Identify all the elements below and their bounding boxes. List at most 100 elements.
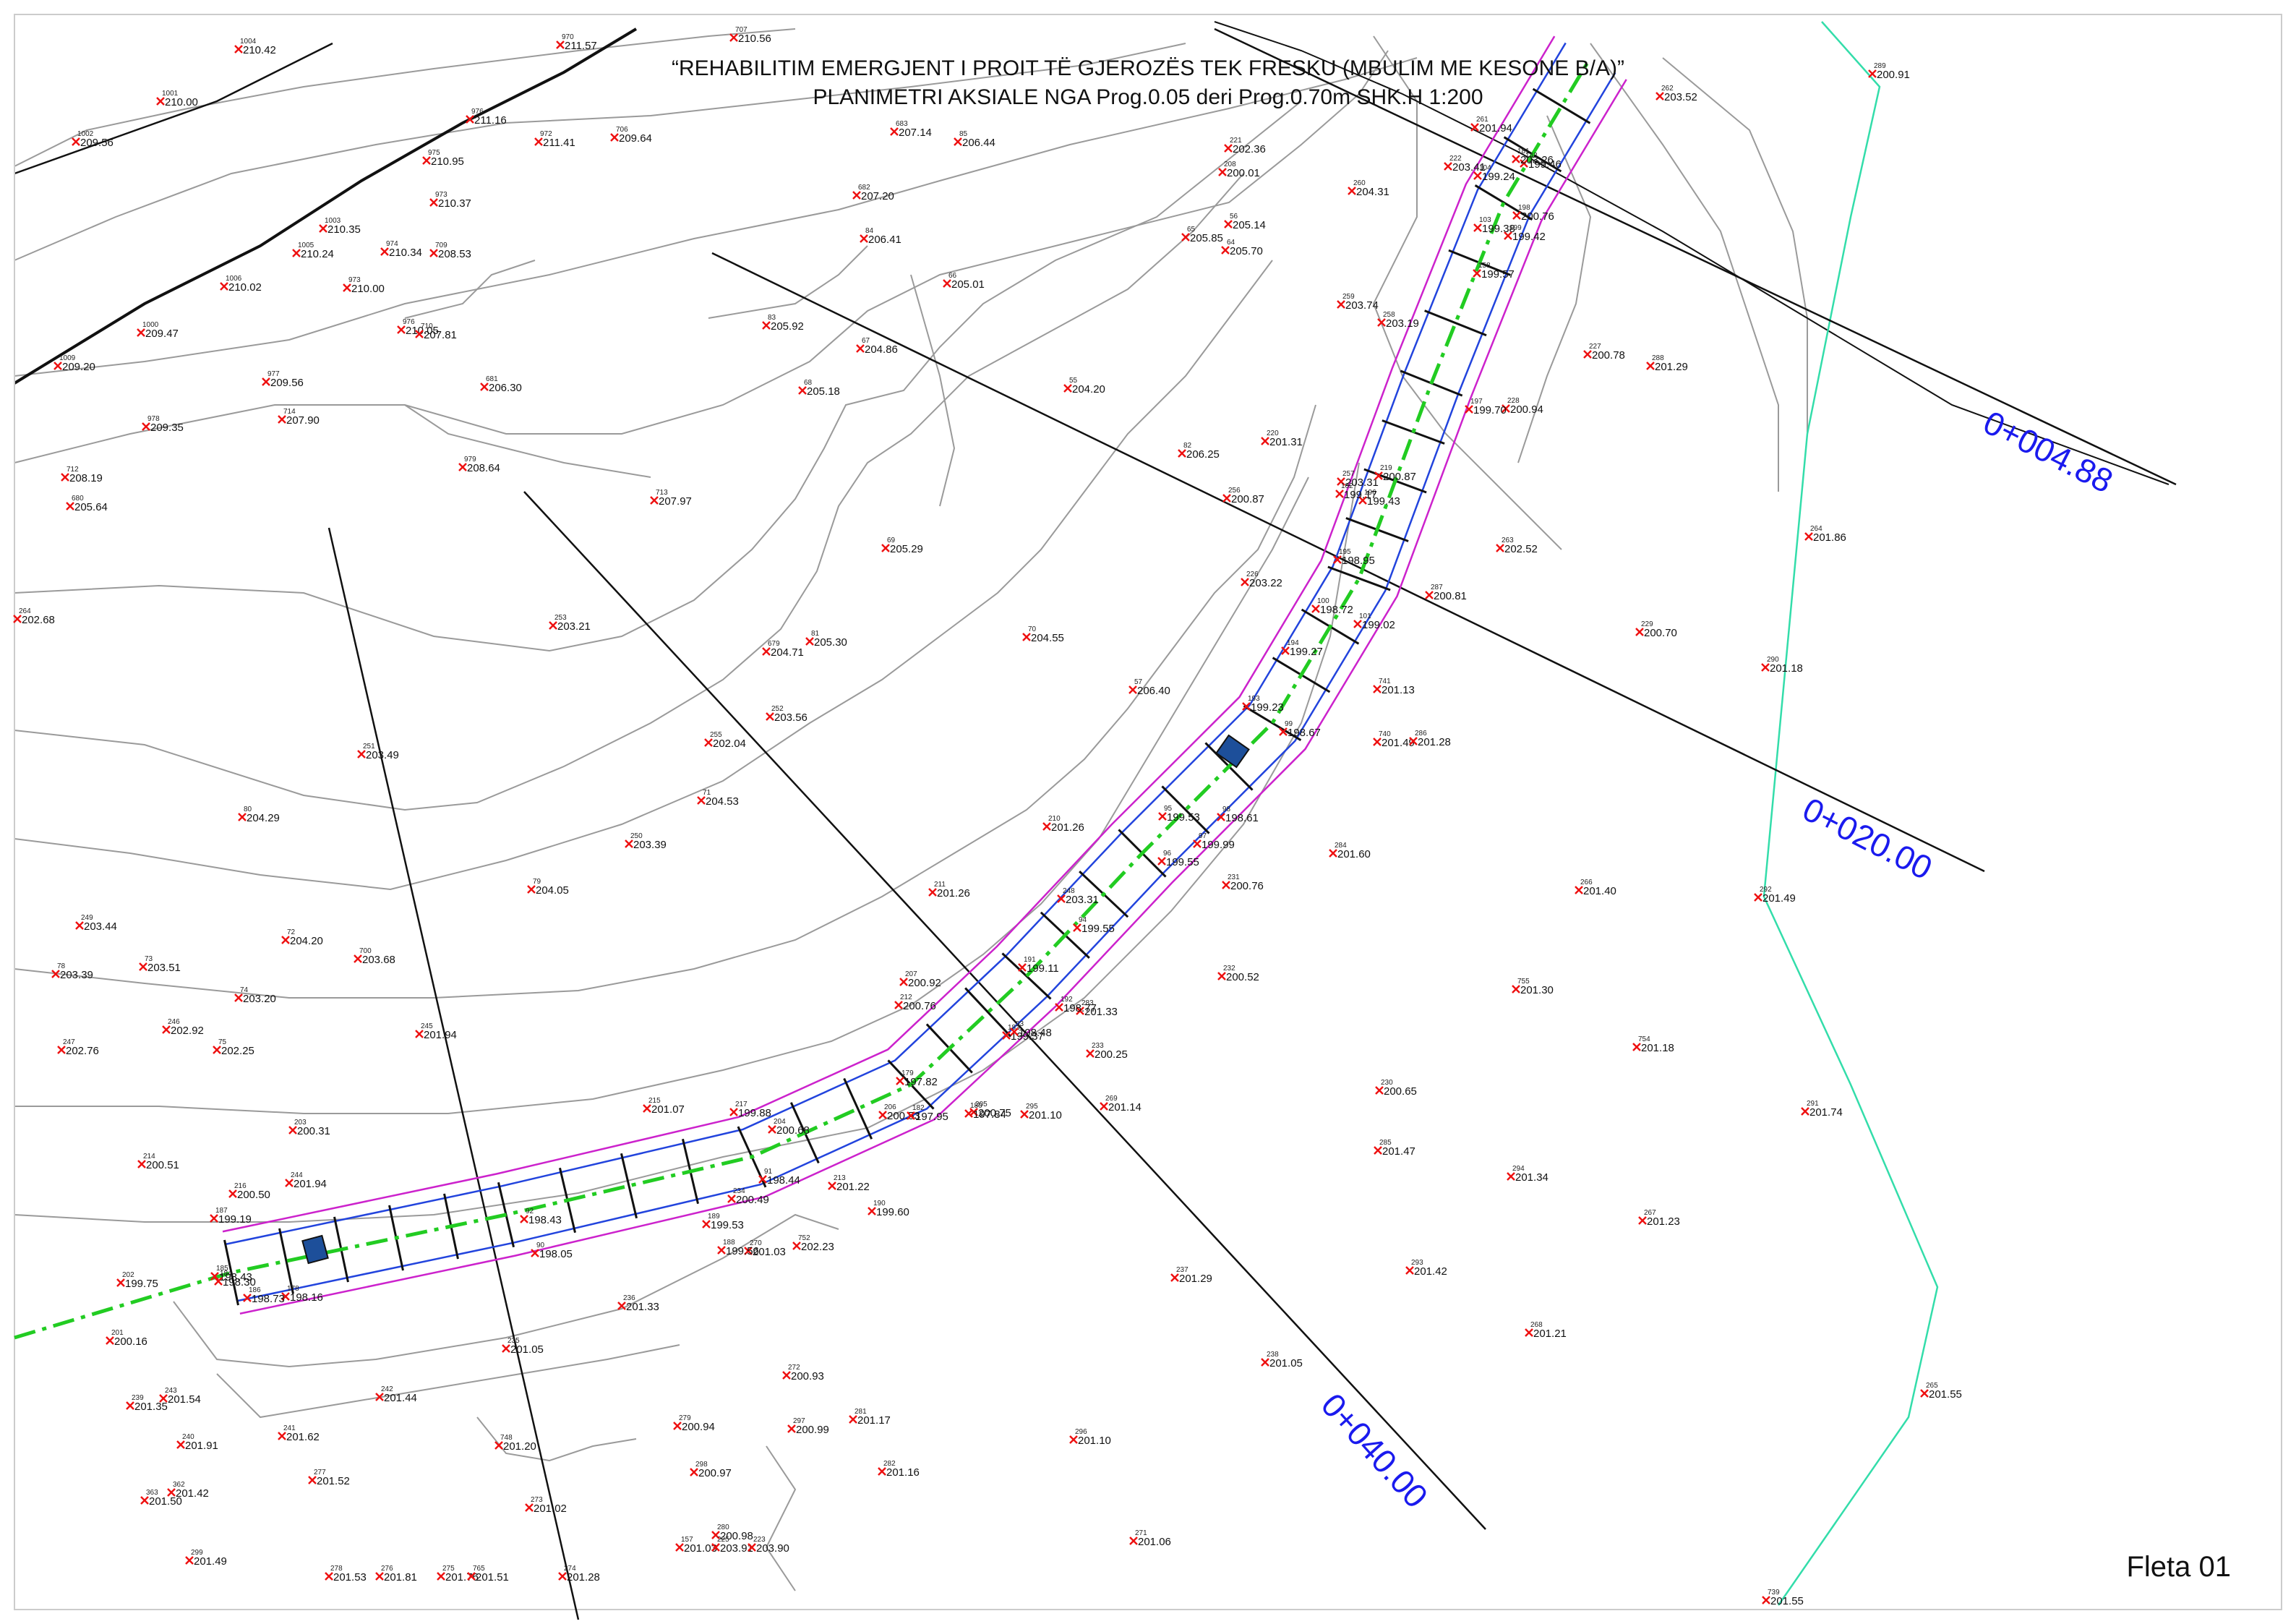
point-elevation: 199.02 xyxy=(1362,619,1395,631)
point-cross-mark xyxy=(1335,490,1344,498)
point-cross-mark xyxy=(137,1160,146,1168)
point-number: 284 xyxy=(1335,842,1347,850)
point-cross-mark xyxy=(849,1415,857,1424)
caisson-joint xyxy=(223,1239,239,1306)
point-cross-mark xyxy=(1632,1043,1641,1051)
point-cross-mark xyxy=(480,383,489,391)
point-cross-mark xyxy=(1425,591,1434,599)
point-elevation: 202.36 xyxy=(1233,143,1266,155)
point-cross-mark xyxy=(1281,646,1290,655)
point-elevation: 200.76 xyxy=(1521,210,1554,223)
point-elevation: 201.40 xyxy=(1583,885,1616,897)
point-elevation: 201.28 xyxy=(567,1571,600,1584)
point-number: 680 xyxy=(72,495,84,503)
point-elevation: 199.53 xyxy=(711,1219,744,1231)
point-elevation: 204.55 xyxy=(1031,632,1064,644)
point-number: 1006 xyxy=(226,275,242,283)
point-number: 978 xyxy=(147,415,160,423)
point-elevation: 201.81 xyxy=(384,1571,417,1584)
point-elevation: 202.68 xyxy=(22,614,55,626)
point-elevation: 203.49 xyxy=(366,749,399,761)
point-elevation: 198.43 xyxy=(528,1214,562,1226)
parcel-boundaries xyxy=(13,14,2282,1610)
point-elevation: 200.92 xyxy=(908,977,941,989)
contour-line-17 xyxy=(1590,43,1779,492)
point-elevation: 204.71 xyxy=(771,646,804,659)
point-cross-mark xyxy=(213,1046,221,1054)
contour-line-8 xyxy=(14,404,1316,999)
point-number: 1003 xyxy=(325,217,341,225)
point-number: 700 xyxy=(359,947,372,955)
point-cross-mark xyxy=(156,97,165,106)
point-number: 85 xyxy=(959,130,968,138)
point-number: 248 xyxy=(1063,887,1075,895)
point-number: 260 xyxy=(1353,179,1366,187)
point-number: 1009 xyxy=(59,354,76,362)
point-number: 203 xyxy=(294,1119,307,1127)
point-number: 292 xyxy=(1760,886,1772,894)
contour-line-22 xyxy=(910,274,956,507)
point-number: 208 xyxy=(1224,161,1236,168)
point-number: 682 xyxy=(858,184,870,192)
point-number: 67 xyxy=(862,337,870,345)
caisson-joint xyxy=(1474,184,1533,221)
point-elevation: 200.16 xyxy=(114,1335,147,1348)
point-elevation: 198.48 xyxy=(1019,1027,1052,1039)
point-cross-mark xyxy=(1279,727,1288,736)
point-elevation: 201.10 xyxy=(1029,1109,1062,1121)
point-elevation: 201.29 xyxy=(1655,361,1688,373)
point-number: 204 xyxy=(774,1118,786,1126)
point-elevation: 200.31 xyxy=(297,1125,330,1137)
point-elevation: 200.52 xyxy=(1226,971,1259,983)
point-cross-mark xyxy=(1076,1007,1084,1015)
point-cross-mark xyxy=(798,386,807,395)
point-cross-mark xyxy=(343,283,351,292)
point-cross-mark xyxy=(1373,738,1382,746)
point-cross-mark xyxy=(319,224,327,233)
point-cross-mark xyxy=(1311,604,1320,613)
point-number: 1004 xyxy=(240,38,257,46)
point-cross-mark xyxy=(502,1344,510,1353)
point-number: 245 xyxy=(421,1022,433,1030)
point-elevation: 203.21 xyxy=(557,620,591,633)
point-cross-mark xyxy=(357,750,366,758)
point-number: 225 xyxy=(717,1536,729,1544)
point-number: 56 xyxy=(1230,213,1238,221)
point-elevation: 210.00 xyxy=(351,283,385,295)
point-elevation: 200.65 xyxy=(1384,1085,1417,1098)
point-elevation: 205.92 xyxy=(771,320,804,333)
point-number: 202 xyxy=(122,1271,134,1279)
point-cross-mark xyxy=(1224,144,1233,153)
point-number: 1005 xyxy=(298,242,314,249)
contour-line-21 xyxy=(708,245,868,319)
point-elevation: 201.94 xyxy=(294,1178,327,1190)
point-elevation: 201.60 xyxy=(1337,848,1371,860)
point-cross-mark xyxy=(380,247,389,256)
point-cross-mark xyxy=(748,1543,756,1552)
point-number: 263 xyxy=(1502,537,1514,544)
point-number: 91 xyxy=(764,1168,773,1176)
